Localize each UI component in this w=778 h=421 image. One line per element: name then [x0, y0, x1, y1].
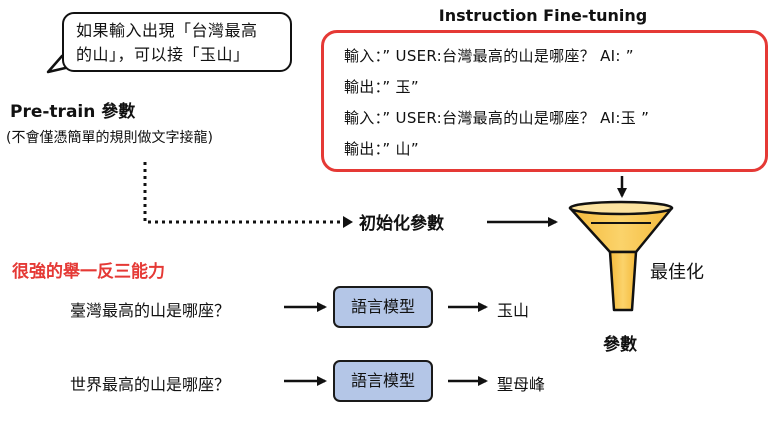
instruction-line: 輸出：” 玉”: [344, 78, 419, 96]
instruction-line: 輸入：” USER:台灣最高的山是哪座？ AI: ”: [344, 47, 634, 65]
instruction-line: 輸入：” USER:台灣最高的山是哪座？ AI:玉 ”: [344, 109, 650, 127]
speech-bubble: 如果輸入出現「台灣最高 的山」，可以接「玉山」: [62, 12, 292, 72]
example-question-2: 世界最高的山是哪座？: [70, 375, 231, 394]
init-params-label: 初始化參數: [359, 214, 444, 234]
instruction-line: 輸出：” 山”: [344, 140, 419, 158]
pretrain-subtitle: (不會僅憑簡單的規則做文字接龍): [6, 130, 213, 146]
instruction-box: 輸入：” USER:台灣最高的山是哪座？ AI: ” 輸出：” 玉” 輸入：” …: [321, 30, 768, 172]
language-model-box-1: 語言模型: [333, 286, 433, 328]
funnel-icon: [568, 200, 674, 312]
params-label: 參數: [603, 335, 637, 355]
dotted-arrowhead: [343, 216, 353, 228]
bubble-line-1: 如果輸入出現「台灣最高: [76, 21, 258, 40]
language-model-box-2: 語言模型: [333, 360, 433, 402]
example-answer-2: 聖母峰: [497, 375, 546, 394]
pretrain-title: Pre-train 參數: [10, 102, 136, 122]
bubble-line-2: 的山」，可以接「玉山」: [76, 45, 250, 64]
example-answer-1: 玉山: [497, 301, 530, 320]
dotted-connector: [143, 162, 345, 224]
ability-title: 很強的舉一反三能力: [12, 262, 165, 282]
optimize-label: 最佳化: [650, 262, 704, 283]
example-question-1: 臺灣最高的山是哪座？: [70, 301, 231, 320]
instruction-title: Instruction Fine-tuning: [438, 6, 648, 25]
